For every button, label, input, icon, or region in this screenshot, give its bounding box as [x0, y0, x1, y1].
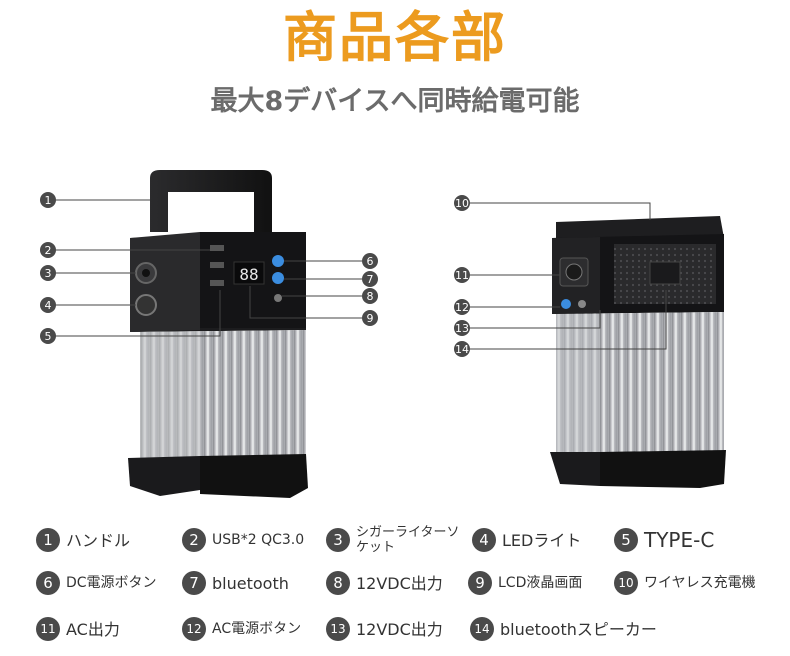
dc-power-button[interactable]	[272, 255, 284, 267]
callout-13	[454, 320, 470, 336]
callout-9	[362, 310, 378, 326]
svg-text:12: 12	[455, 301, 469, 314]
callout-2	[40, 242, 56, 258]
svg-text:7: 7	[367, 273, 374, 286]
svg-text:6: 6	[367, 255, 374, 268]
callout-4	[40, 297, 56, 313]
callout-6	[362, 253, 378, 269]
svg-text:14: 14	[455, 343, 469, 356]
svg-text:13: 13	[455, 322, 469, 335]
callout-14	[454, 341, 470, 357]
lcd-reading: 88	[239, 265, 258, 284]
page-title: 商品各部	[283, 6, 507, 69]
callout-12	[454, 299, 470, 315]
handle	[150, 170, 272, 232]
svg-text:5: 5	[45, 330, 52, 343]
callout-11	[454, 267, 470, 283]
svg-text:11: 11	[455, 269, 469, 282]
callout-7	[362, 271, 378, 287]
front-unit: 88	[128, 170, 308, 498]
callout-8	[362, 288, 378, 304]
svg-text:4: 4	[45, 299, 52, 312]
svg-text:3: 3	[45, 267, 52, 280]
svg-text:1: 1	[45, 194, 52, 207]
svg-text:2: 2	[45, 244, 52, 257]
back-unit	[550, 216, 726, 488]
ac-power-button[interactable]	[561, 299, 571, 309]
callout-3	[40, 265, 56, 281]
bluetooth-button[interactable]	[272, 272, 284, 284]
svg-text:9: 9	[367, 312, 374, 325]
callout-1	[40, 192, 56, 208]
callout-badges: 1 2 3 4 5 6 7 8 9 10 11 12 13 14	[40, 192, 470, 357]
page-subtitle: 最大8デバイスへ同時給電可能	[210, 86, 580, 117]
callout-5	[40, 328, 56, 344]
callout-lines	[56, 199, 667, 350]
callout-10	[454, 195, 470, 211]
svg-text:8: 8	[367, 290, 374, 303]
svg-text:10: 10	[455, 197, 469, 210]
